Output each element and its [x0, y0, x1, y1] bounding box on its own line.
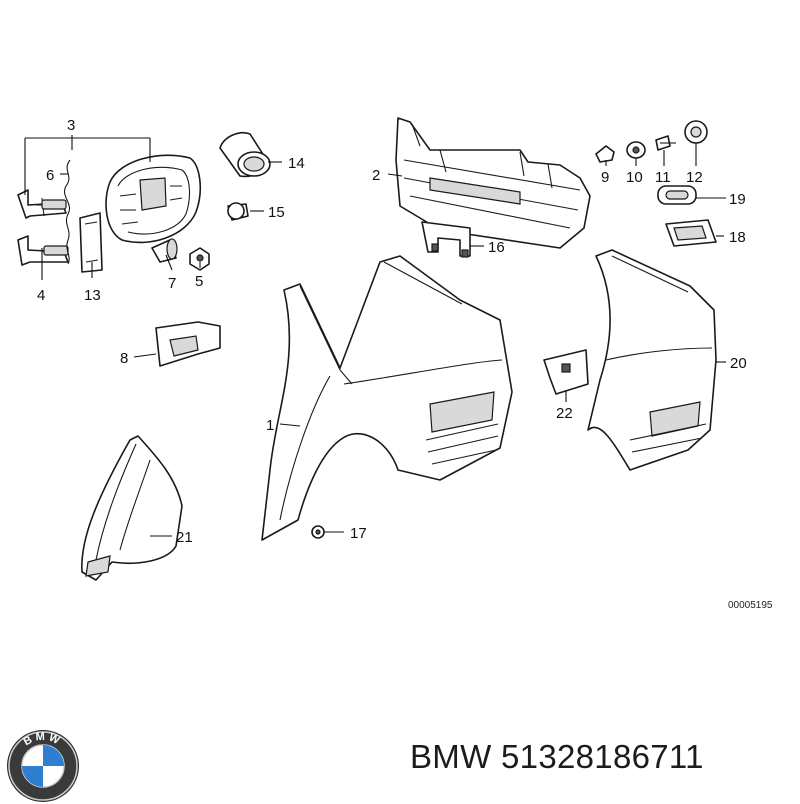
bracket-part [421, 221, 471, 258]
callout-9: 9 [601, 169, 609, 186]
rubber-buffer-part [151, 238, 178, 263]
callout-15: 15 [268, 204, 285, 221]
hinge-bracket-upper-part [17, 189, 67, 219]
callout-10: 10 [626, 169, 643, 186]
cover-part [665, 219, 717, 247]
seal-part [657, 185, 697, 205]
svg-text:BMW: BMW [22, 731, 65, 749]
screw-part [655, 135, 676, 151]
side-panel-part [261, 255, 513, 541]
callout-17: 17 [350, 525, 367, 542]
logo-lettering: BMW [22, 731, 62, 749]
support-bracket-part [155, 321, 221, 367]
brand-part-number: BMW 51328186711 [410, 738, 704, 776]
callout-labels: 3 6 4 13 7 5 14 15 2 16 9 10 11 12 19 18… [37, 117, 773, 611]
clip-small-part [311, 525, 325, 539]
ring-grommet-part [684, 120, 708, 144]
bracket-small-part [543, 349, 589, 395]
filler-neck-part [219, 132, 271, 178]
callout-5: 5 [195, 273, 203, 290]
reference-code: 00005195 [728, 600, 773, 611]
callout-1: 1 [266, 417, 274, 434]
callout-19: 19 [729, 191, 746, 208]
clip-part [227, 202, 249, 221]
callout-8: 8 [120, 350, 128, 367]
callout-4: 4 [37, 287, 45, 304]
part-number: 51328186711 [501, 738, 704, 775]
callout-12: 12 [686, 169, 703, 186]
callout-2: 2 [372, 167, 380, 184]
callout-22: 22 [556, 405, 573, 422]
hinge-spring-part [64, 159, 71, 265]
callout-21: 21 [176, 529, 193, 546]
callout-6: 6 [46, 167, 54, 184]
fuel-flap-part [105, 154, 202, 244]
crossmember-part [395, 117, 591, 249]
outer-panel-part [587, 249, 717, 471]
plug-part [595, 145, 615, 163]
callout-3: 3 [67, 117, 75, 134]
hinge-bracket-lower-part [17, 235, 69, 266]
brand-name: BMW [410, 738, 492, 775]
callout-14: 14 [288, 155, 305, 172]
callout-16: 16 [488, 239, 505, 256]
hinge-plate-part [79, 212, 103, 273]
wheel-arch-part [81, 435, 183, 581]
callout-11: 11 [655, 169, 671, 186]
nut-part [189, 247, 210, 271]
bmw-logo-icon: BMW [7, 730, 79, 802]
grommet-part [626, 141, 646, 159]
callout-18: 18 [729, 229, 746, 246]
callout-20: 20 [730, 355, 747, 372]
callout-13: 13 [84, 287, 101, 304]
callout-7: 7 [168, 275, 176, 292]
leader-lines [24, 135, 726, 537]
